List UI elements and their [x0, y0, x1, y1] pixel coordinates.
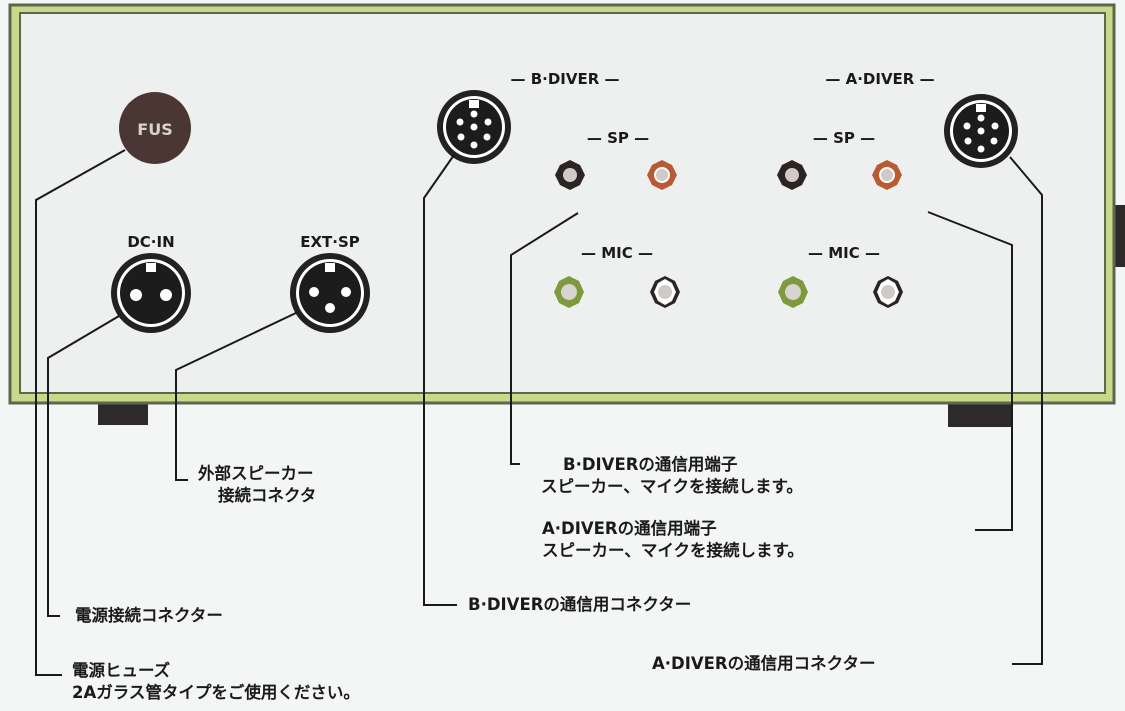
- b-diver-connector-callout: B·DIVERの通信用コネクター: [468, 594, 691, 616]
- b-mic-jack-white: [650, 276, 680, 308]
- leader-lines: [35, 149, 1043, 676]
- ext-sp-label: EXT·SP: [300, 233, 360, 251]
- fuse-callout-line2: 2Aガラス管タイプをご使用ください。: [72, 683, 360, 702]
- a-mic-label: — MIC —: [808, 244, 880, 262]
- a-sp-jack-black: [777, 160, 807, 190]
- fuse-leader: [35, 149, 126, 676]
- a-diver-terminal-leader: [927, 211, 1013, 531]
- left-foot: [98, 403, 148, 425]
- a-sp-jack-red: [872, 160, 902, 190]
- ext-speaker-callout: 外部スピーカー 接続コネクタ: [198, 463, 316, 507]
- fuse-holder: [119, 92, 191, 164]
- ext-speaker-callout-line2: 接続コネクタ: [218, 486, 317, 505]
- b-diver-connector-leader: [423, 154, 457, 606]
- dc-in-leader: [47, 315, 120, 617]
- side-tab: [1114, 205, 1125, 267]
- a-diver-label: — A·DIVER —: [825, 70, 934, 88]
- b-sp-jack-red: [647, 160, 677, 190]
- dc-in-connector: [111, 253, 191, 333]
- fuse-callout: 電源ヒューズ 2Aガラス管タイプをご使用ください。: [72, 660, 360, 704]
- power-connector-callout-line: 電源接続コネクター: [75, 606, 223, 625]
- b-diver-terminal-callout-line2: スピーカー、マイクを接続します。: [541, 477, 803, 496]
- a-diver-terminal-callout-line2: スピーカー、マイクを接続します。: [542, 541, 804, 560]
- b-diver-connector: [437, 90, 511, 164]
- a-diver-connector: [944, 94, 1018, 168]
- a-diver-connector-callout: A·DIVERの通信用コネクター: [652, 653, 875, 675]
- dc-in-label: DC·IN: [127, 233, 174, 251]
- b-diver-terminal-callout: B·DIVERの通信用端子 スピーカー、マイクを接続します。: [541, 454, 803, 498]
- right-foot: [948, 403, 1012, 427]
- a-diver-connector-leader: [1009, 156, 1043, 665]
- a-diver-terminal-callout-line1: A·DIVERの通信用端子: [542, 519, 717, 538]
- b-diver-connector-callout-line: B·DIVERの通信用コネクター: [468, 595, 692, 614]
- ext-sp-leader: [175, 311, 299, 481]
- a-diver-connector-callout-line: A·DIVERの通信用コネクター: [652, 654, 876, 673]
- fuse-label: FUS: [137, 120, 172, 139]
- a-diver-terminal-callout: A·DIVERの通信用端子 スピーカー、マイクを接続します。: [542, 518, 804, 562]
- b-mic-label: — MIC —: [581, 244, 653, 262]
- ext-sp-connector: [290, 253, 370, 333]
- b-sp-label: — SP —: [587, 129, 649, 147]
- b-mic-jack-green: [554, 276, 584, 308]
- a-mic-jack-green: [778, 276, 808, 308]
- a-sp-label: — SP —: [813, 129, 875, 147]
- b-diver-terminal-leader: [510, 212, 579, 465]
- power-connector-callout: 電源接続コネクター: [75, 605, 223, 627]
- panel-face: [19, 12, 1106, 394]
- a-mic-jack-white: [873, 276, 903, 308]
- ext-speaker-callout-line1: 外部スピーカー: [198, 464, 314, 483]
- fuse-callout-line1: 電源ヒューズ: [72, 661, 171, 680]
- b-sp-jack-black: [555, 160, 585, 190]
- b-diver-label: — B·DIVER —: [510, 70, 619, 88]
- b-diver-terminal-callout-line1: B·DIVERの通信用端子: [563, 455, 738, 474]
